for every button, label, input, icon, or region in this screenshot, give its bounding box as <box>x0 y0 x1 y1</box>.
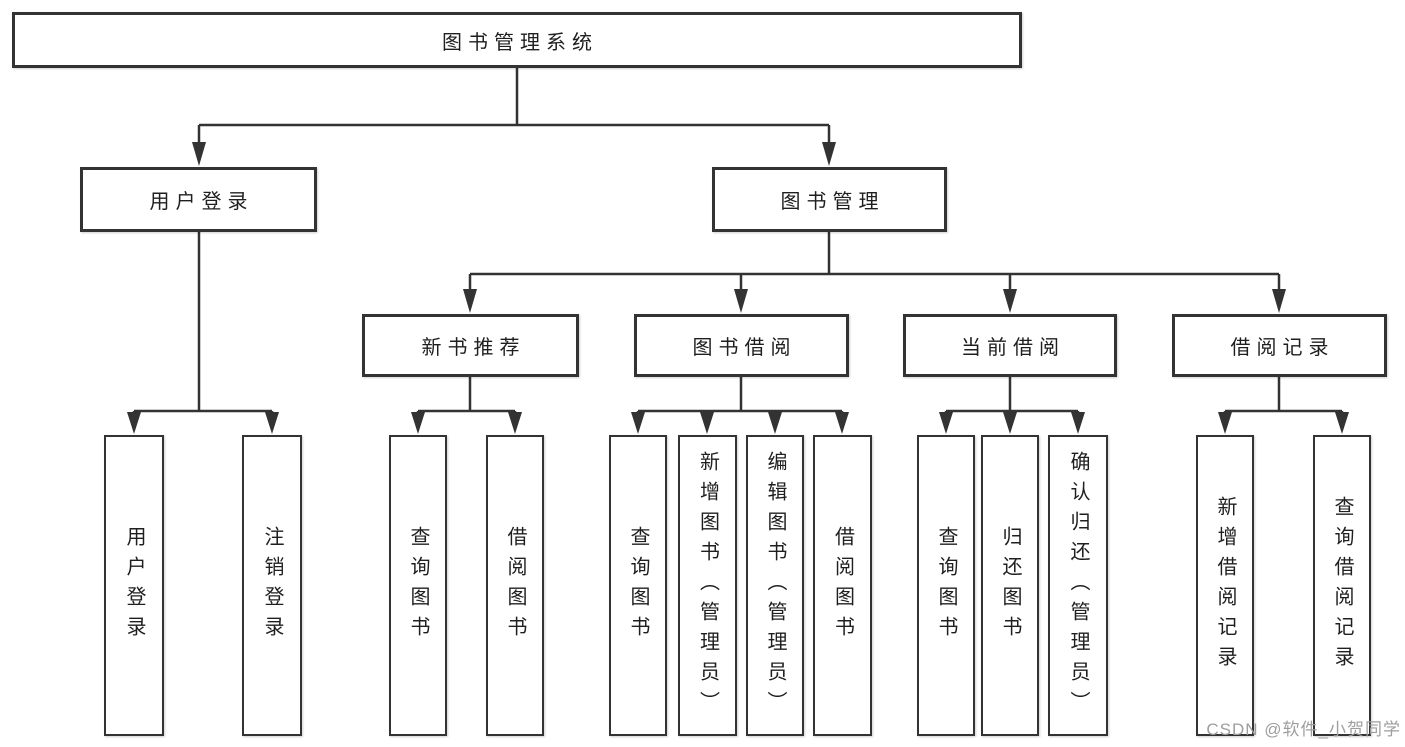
leaf-return-books: 归还图书 <box>981 435 1039 736</box>
leaf-logout-label: 注销登录 <box>261 525 283 646</box>
leaf-user-login-label: 用户登录 <box>123 525 145 646</box>
node-new-book-recommend: 新书推荐 <box>362 314 579 377</box>
leaf-confirm-return-admin-label: 确认归还（管理员） <box>1067 450 1089 721</box>
leaf-edit-books-admin: 编辑图书（管理员） <box>746 435 804 736</box>
node-user-login: 用户登录 <box>80 167 317 232</box>
leaf-borrow-books: 借阅图书 <box>813 435 872 736</box>
leaf-borrow-books-label: 借阅图书 <box>831 525 854 646</box>
node-current-borrowing: 当前借阅 <box>903 314 1117 377</box>
leaf-query-borrow-record: 查询借阅记录 <box>1313 435 1371 736</box>
leaf-borrow-books-recommend: 借阅图书 <box>486 435 544 736</box>
leaf-query-books-current: 查询图书 <box>917 435 975 736</box>
node-library-system: 图书管理系统 <box>12 12 1022 68</box>
arrowheads <box>127 142 1349 434</box>
leaf-add-books-admin-label: 新增图书（管理员） <box>696 450 719 721</box>
node-book-borrowing: 图书借阅 <box>634 314 849 377</box>
node-borrow-records: 借阅记录 <box>1172 314 1387 377</box>
leaf-query-books-recommend: 查询图书 <box>389 435 447 736</box>
leaf-add-borrow-record: 新增借阅记录 <box>1196 435 1254 736</box>
leaf-user-login: 用户登录 <box>104 435 164 736</box>
leaf-add-books-admin: 新增图书（管理员） <box>678 435 737 736</box>
node-book-management: 图书管理 <box>712 167 947 232</box>
leaf-confirm-return-admin: 确认归还（管理员） <box>1048 435 1108 736</box>
leaf-logout: 注销登录 <box>242 435 302 736</box>
csdn-watermark: CSDN @软件_小贺同学 <box>1206 720 1401 739</box>
leaf-query-books-borrowing: 查询图书 <box>609 435 667 736</box>
leaf-query-books-recommend-label: 查询图书 <box>407 525 429 646</box>
leaf-edit-books-admin-label: 编辑图书（管理员） <box>764 450 786 721</box>
leaf-add-borrow-record-label: 新增借阅记录 <box>1214 495 1236 676</box>
leaf-query-books-current-label: 查询图书 <box>935 525 957 646</box>
leaf-return-books-label: 归还图书 <box>999 525 1021 646</box>
leaf-borrow-books-recommend-label: 借阅图书 <box>504 525 526 646</box>
leaf-query-books-borrowing-label: 查询图书 <box>627 525 649 646</box>
leaf-query-borrow-record-label: 查询借阅记录 <box>1331 495 1353 676</box>
